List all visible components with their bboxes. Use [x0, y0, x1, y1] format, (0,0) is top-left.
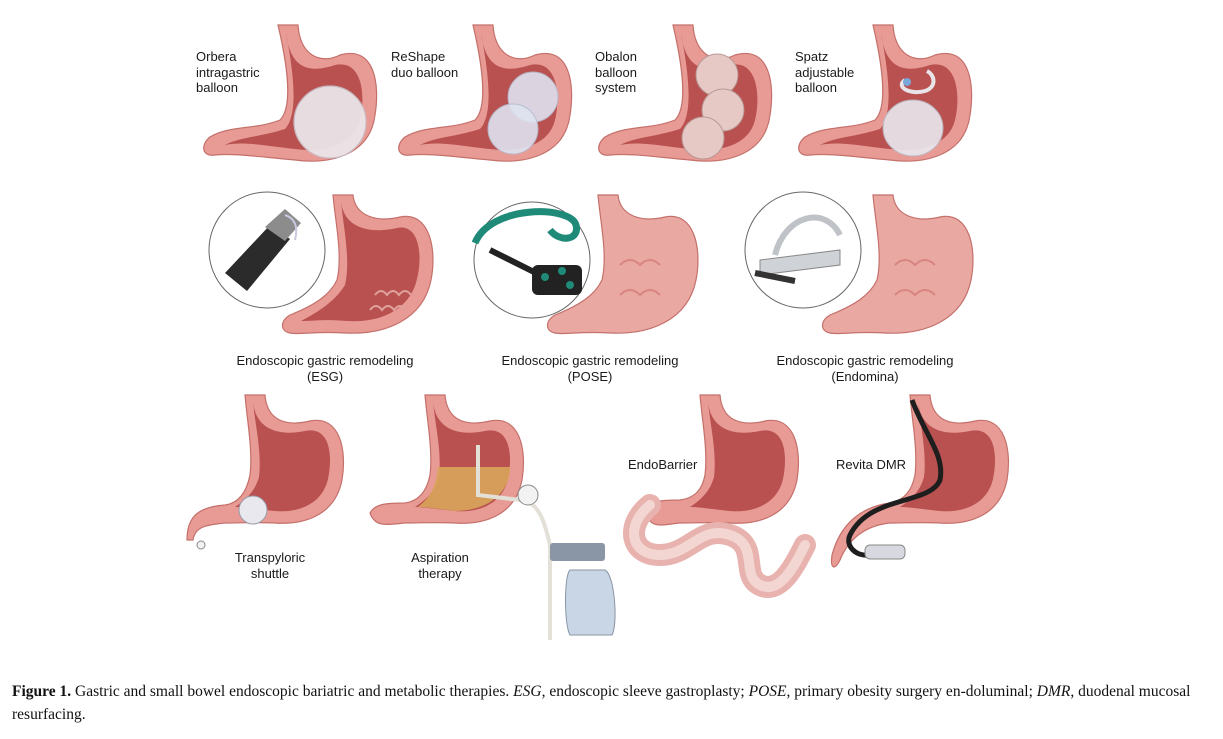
stomach-illustration [598, 24, 773, 162]
figure-caption: Figure 1. Gastric and small bowel endosc… [12, 680, 1212, 726]
panel-pose: Endoscopic gastric remodeling (POSE) [470, 194, 710, 384]
stomach-illustration [203, 24, 378, 162]
panel-esg: Endoscopic gastric remodeling (ESG) [205, 191, 445, 384]
caption-text: endoscopic sleeve gastroplasty; [545, 683, 749, 700]
stomach-illustration [744, 191, 974, 335]
panel-label: Endoscopic gastric remodeling (POSE) [501, 353, 679, 384]
balloon-icon [882, 99, 944, 157]
panel-orbera: Orbera intragastric balloon [196, 24, 390, 185]
panel-label: EndoBarrier [628, 457, 698, 472]
panel-label: Orbera intragastric balloon [196, 49, 260, 95]
balloon-icon [487, 103, 539, 155]
caption-text: , primary obesity surgery en-doluminal; [786, 683, 1037, 700]
stomach-illustration [208, 191, 434, 335]
panel-shuttle: Transpyloric shuttle [185, 394, 355, 581]
panel-label: Endoscopic gastric remodeling (Endomina) [776, 353, 954, 384]
caption-text: , duodenal mucosal resurfacing. [12, 683, 1191, 723]
panel-spatz: Spatz adjustable balloon [795, 24, 985, 185]
caption-abbr: POSE [748, 683, 787, 700]
panel-obalon: Obalon balloon system [595, 24, 785, 185]
figure-illustration: Orbera intragastric balloon ReShape duo … [185, 24, 1020, 650]
panel-label: Spatz adjustable balloon [795, 49, 855, 95]
panel-label: Revita DMR [836, 457, 907, 472]
caption-abbr: DMR [1036, 683, 1071, 700]
stomach-illustration [186, 394, 345, 550]
stomach-illustration [798, 24, 973, 162]
panel-endomina: Endoscopic gastric remodeling (Endomina) [744, 191, 985, 384]
balloon-icon [681, 116, 725, 160]
panel-label: ReShape duo balloon [391, 49, 459, 80]
panel-aspiration: Aspiration therapy [360, 394, 630, 650]
stomach-illustration [623, 394, 816, 598]
balloon-icon [293, 85, 367, 159]
panel-label: Obalon balloon system [595, 49, 637, 95]
panel-reshape: ReShape duo balloon [391, 24, 585, 185]
stomach-illustration [830, 394, 1010, 568]
panel-label: Aspiration therapy [411, 550, 469, 581]
panel-revita: Revita DMR [830, 394, 1020, 585]
panel-label: Endoscopic gastric remodeling (ESG) [236, 353, 414, 384]
panel-label: Transpyloric shuttle [234, 550, 306, 581]
figure-number: Figure 1. [12, 683, 72, 700]
stomach-illustration [471, 194, 699, 335]
panel-endobarrier: EndoBarrier [620, 394, 820, 615]
caption-text: Gastric and small bowel endoscopic baria… [71, 683, 514, 700]
caption-abbr: ESG, [513, 683, 546, 700]
stomach-illustration [398, 24, 573, 162]
stomach-illustration [369, 394, 616, 640]
